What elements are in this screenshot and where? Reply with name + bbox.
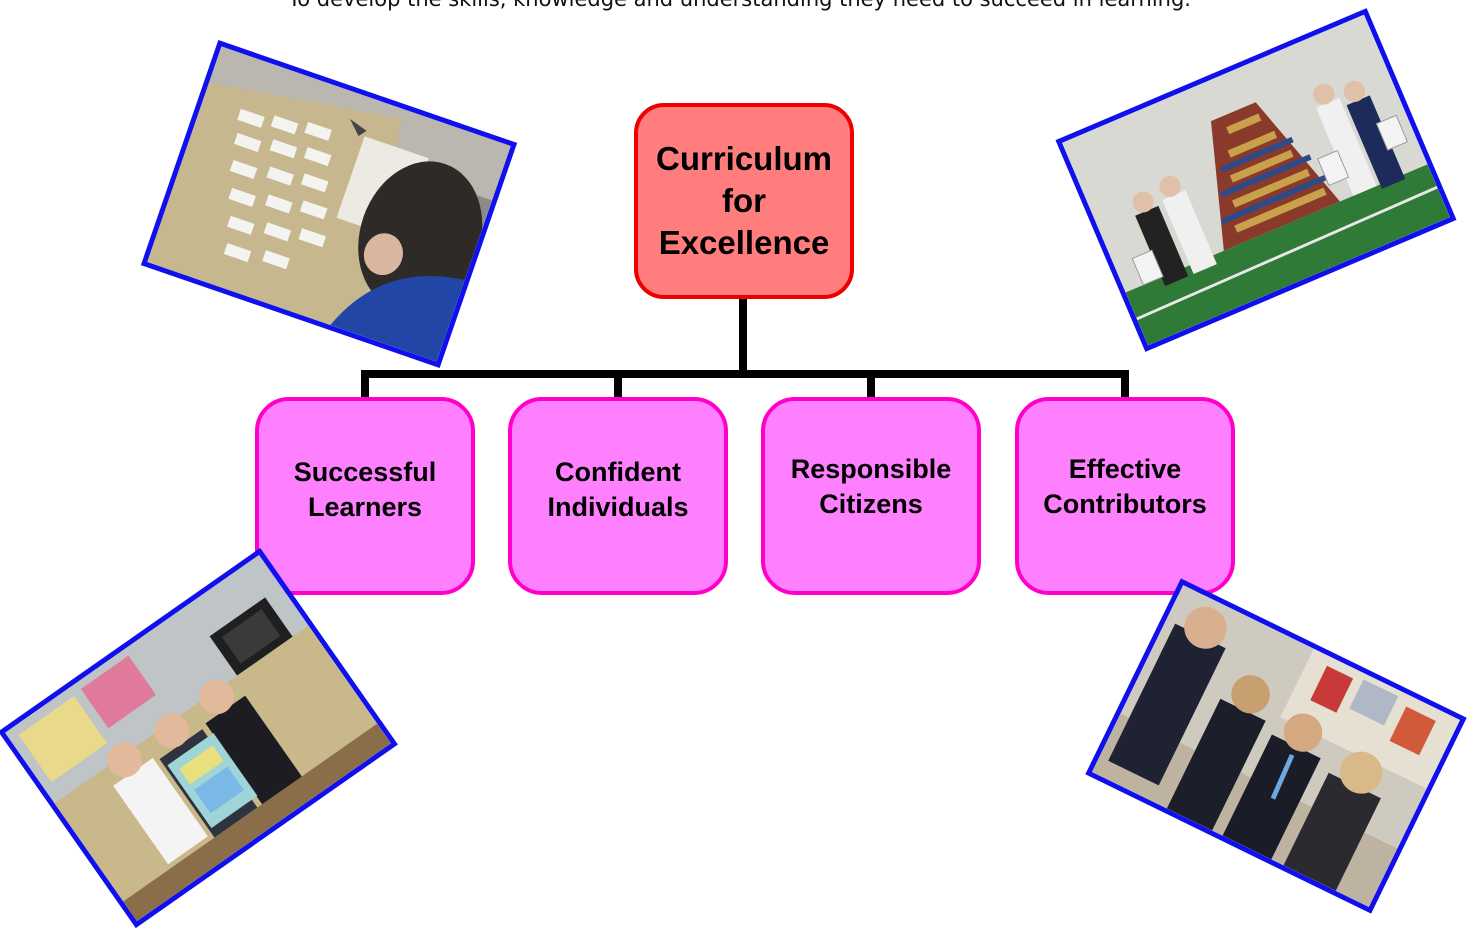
capacity-label-line2: Citizens (819, 489, 923, 519)
photo-pupils-in-corridor (1085, 578, 1467, 914)
root-label-line3: Excellence (658, 224, 830, 261)
capacity-label-line2: Individuals (547, 492, 689, 522)
root-label: Curriculum for Excellence (640, 138, 848, 264)
photo-pupils-holding-poster (0, 547, 398, 928)
capacity-label-line1: Effective (1068, 454, 1182, 484)
capacity-box-successful-learners: Successful Learners (255, 397, 475, 595)
capacity-label-line2: Contributors (1043, 489, 1207, 519)
capacity-box-confident-individuals: Confident Individuals (508, 397, 728, 595)
capacity-label-line1: Responsible (790, 454, 952, 484)
root-label-line1: Curriculum (655, 140, 833, 177)
intro-text: To develop the skills, knowledge and und… (0, 0, 1479, 11)
capacity-label-line2: Learners (307, 492, 423, 522)
capacity-label-line1: Confident (555, 457, 681, 487)
capacity-label: Effective Contributors (1031, 452, 1218, 522)
photo-group-with-can-sculpture (1055, 8, 1457, 352)
capacity-box-effective-contributors: Effective Contributors (1015, 397, 1235, 595)
curriculum-for-excellence-box: Curriculum for Excellence (634, 103, 854, 299)
root-label-line2: for (722, 182, 766, 219)
photo-pupil-sorting-word-cards (140, 40, 518, 368)
capacity-label: Successful Learners (282, 455, 449, 525)
capacity-label: Responsible Citizens (779, 452, 964, 522)
capacity-label: Confident Individuals (535, 455, 700, 525)
capacity-label-line1: Successful (293, 457, 437, 487)
capacity-box-responsible-citizens: Responsible Citizens (761, 397, 981, 595)
